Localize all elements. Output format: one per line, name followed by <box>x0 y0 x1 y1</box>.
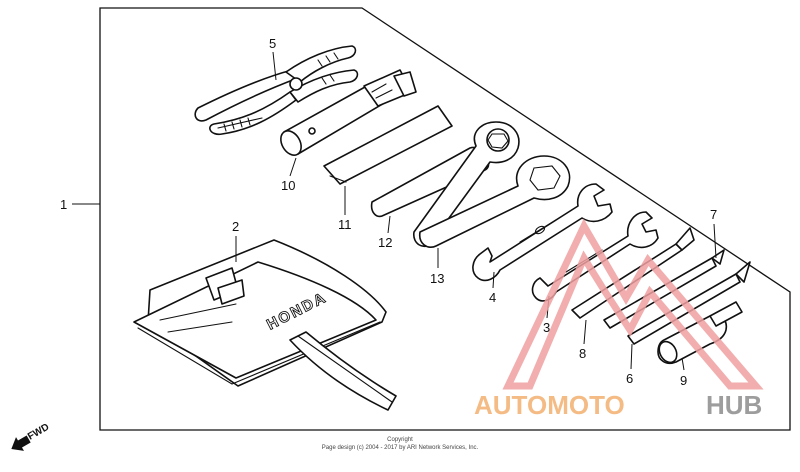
callout-label-open-wrench: 4 <box>489 290 496 305</box>
callout-kit: 1 <box>60 197 100 212</box>
pliers-part <box>194 45 359 136</box>
callout-label-socket-wrench: 10 <box>281 178 295 193</box>
callout-label-handle: 9 <box>680 373 687 388</box>
callout-label-strap: 12 <box>378 235 392 250</box>
screwdriver-part-c <box>627 261 751 345</box>
callout-label-ring-wrench: 13 <box>430 271 444 286</box>
callout-label-screwdriver-a: 6 <box>626 371 633 386</box>
callout-screwdriver-b: 7 <box>710 207 717 259</box>
callout-label-bar: 11 <box>338 217 352 232</box>
ring-wrench-part <box>413 121 571 248</box>
kit-frame <box>99 7 791 431</box>
callout-socket-wrench: 10 <box>281 157 297 193</box>
callout-pliers: 5 <box>269 36 277 81</box>
callout-label-screwdriver-b: 7 <box>710 207 717 222</box>
callout-bag: 2 <box>232 219 239 262</box>
callout-bar: 11 <box>338 186 352 232</box>
callout-strap: 12 <box>378 215 392 250</box>
tool-bag-part: HONDA <box>133 239 397 411</box>
callout-label-small-wrench: 3 <box>543 320 550 335</box>
watermark-logo-icon <box>502 218 764 390</box>
fwd-indicator: FWD <box>11 422 51 451</box>
copyright-line-2: Page design (c) 2004 - 2017 by ARI Netwo… <box>322 445 479 451</box>
callout-label-pliers: 5 <box>269 36 276 51</box>
bar-part <box>323 105 453 185</box>
callout-ring-wrench: 13 <box>430 248 444 286</box>
callout-label-bag: 2 <box>232 219 239 234</box>
watermark-text-right: HUB <box>706 390 762 420</box>
fwd-label: FWD <box>26 422 51 443</box>
callout-screwdriver-c: 8 <box>579 319 587 361</box>
copyright-line-1: Copyright <box>387 437 413 443</box>
screwdriver-part-b <box>603 249 725 329</box>
watermark: AUTOMOTO HUB <box>474 218 764 420</box>
callout-label-screwdriver-c: 8 <box>579 346 586 361</box>
callout-label-kit: 1 <box>60 197 67 212</box>
callout-screwdriver-a: 6 <box>626 343 633 386</box>
callout-handle: 9 <box>680 357 687 388</box>
open-wrench-part <box>472 183 613 282</box>
fwd-arrow-icon <box>11 435 31 451</box>
watermark-text-left: AUTOMOTO <box>474 390 625 420</box>
socket-wrench-part <box>280 69 417 156</box>
callout-open-wrench: 4 <box>489 271 496 305</box>
